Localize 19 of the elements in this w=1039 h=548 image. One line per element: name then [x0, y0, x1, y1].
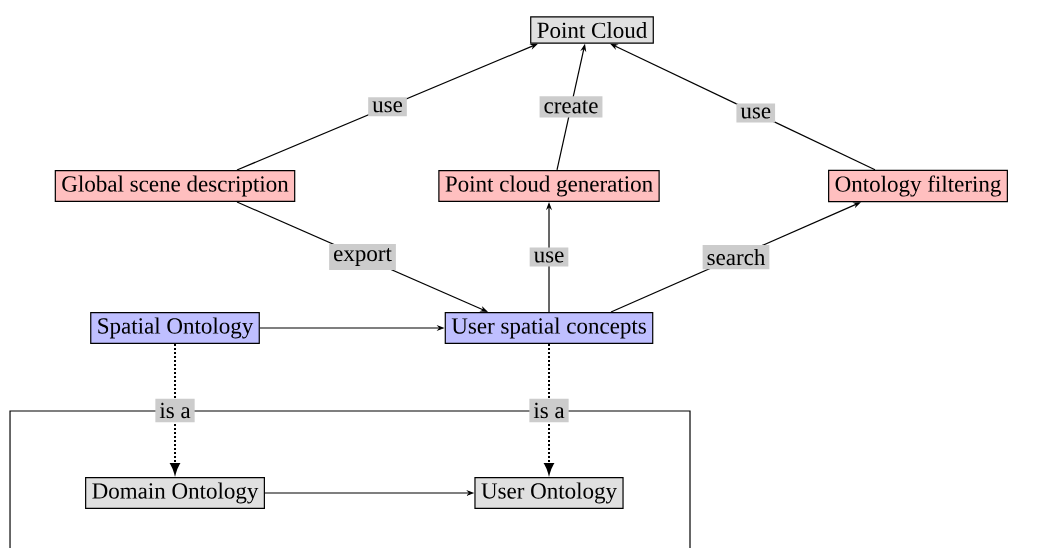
edge-label: is a [155, 398, 195, 423]
edge-label: use [736, 103, 776, 123]
edge-label: is a [529, 398, 569, 423]
edge-label: search [702, 245, 770, 270]
edge-label: use [368, 97, 407, 117]
concept-box: Spatial Ontology [90, 311, 260, 345]
edge-label: export [329, 244, 396, 270]
edge-label: use [529, 247, 569, 267]
concept-box: User spatial concepts [444, 311, 654, 345]
process-box: Ontology filtering [828, 169, 1008, 203]
process-box: Global scene description [54, 169, 296, 202]
process-box: Point cloud generation [438, 169, 660, 203]
arrow [236, 43, 538, 171]
arrow [170, 343, 180, 474]
data-box: Domain Ontology [85, 476, 265, 510]
edge-label: create [539, 96, 603, 118]
data-box: User Ontology [474, 476, 624, 510]
data-box: Point Cloud [530, 16, 654, 44]
arrow [544, 343, 554, 474]
